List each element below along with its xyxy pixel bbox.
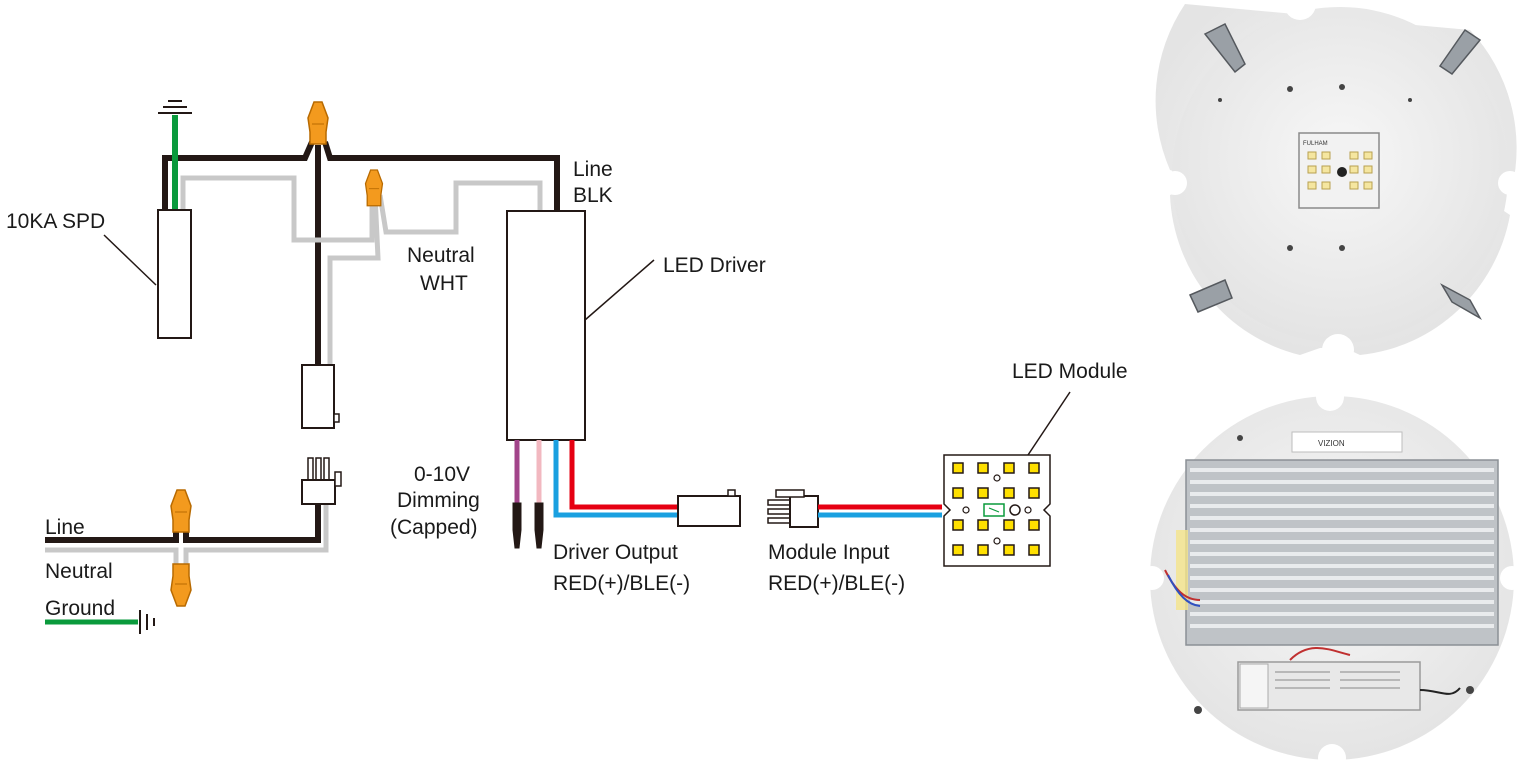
module-input-label-1: Module Input [768,541,890,564]
black-line-wire [162,140,560,365]
fixture-back-photo: VIZION [1140,383,1524,761]
wire-nut-icon [170,563,192,607]
driver-output-connector [677,495,741,527]
wire-nut-icon [170,489,192,533]
ground-symbol-icon [158,100,192,114]
led-driver-leader-line [584,259,655,321]
supply-ground-label: Ground [45,597,115,620]
ground-symbol-icon [139,610,155,634]
led-driver-box [506,210,586,441]
connector-plug-icon [767,489,819,528]
spd-box [157,209,192,339]
neutral-wht-label-2: WHT [420,272,468,295]
wire-nut-icon [364,169,384,207]
module-input-wires [818,504,942,518]
driver-output-label-1: Driver Output [553,541,678,564]
driver-brand-text: VIZION [1318,439,1345,448]
white-neutral-wire [180,175,543,368]
line-blk-label-1: Line [573,158,613,181]
driver-output-wires [553,440,678,518]
dimming-label-2: Dimming [397,489,480,512]
led-module-label: LED Module [1012,360,1128,383]
dimming-wires [512,440,544,549]
dimming-label-3: (Capped) [390,516,478,539]
led-driver-label: LED Driver [663,254,766,277]
inline-connector-housing [301,364,335,429]
neutral-wht-label-1: Neutral [407,244,475,267]
supply-line-label: Line [45,516,85,539]
fixture-front-photo: FULHAM [1155,0,1522,366]
wire-nut-icon [307,101,329,145]
supply-wires [45,505,329,625]
module-brand-text: FULHAM [1303,141,1328,147]
spd-leader-line [103,234,157,286]
spd-label: 10KA SPD [6,210,105,233]
led-module-board [943,454,1051,567]
led-module-leader-line [1027,391,1071,456]
led-chip-icon [952,462,1040,556]
line-blk-label-2: BLK [573,184,613,207]
driver-output-label-2: RED(+)/BLE(-) [553,572,690,595]
supply-neutral-label: Neutral [45,560,113,583]
connector-plug-icon [301,457,342,505]
module-input-label-2: RED(+)/BLE(-) [768,572,905,595]
dimming-label-1: 0-10V [414,463,470,486]
